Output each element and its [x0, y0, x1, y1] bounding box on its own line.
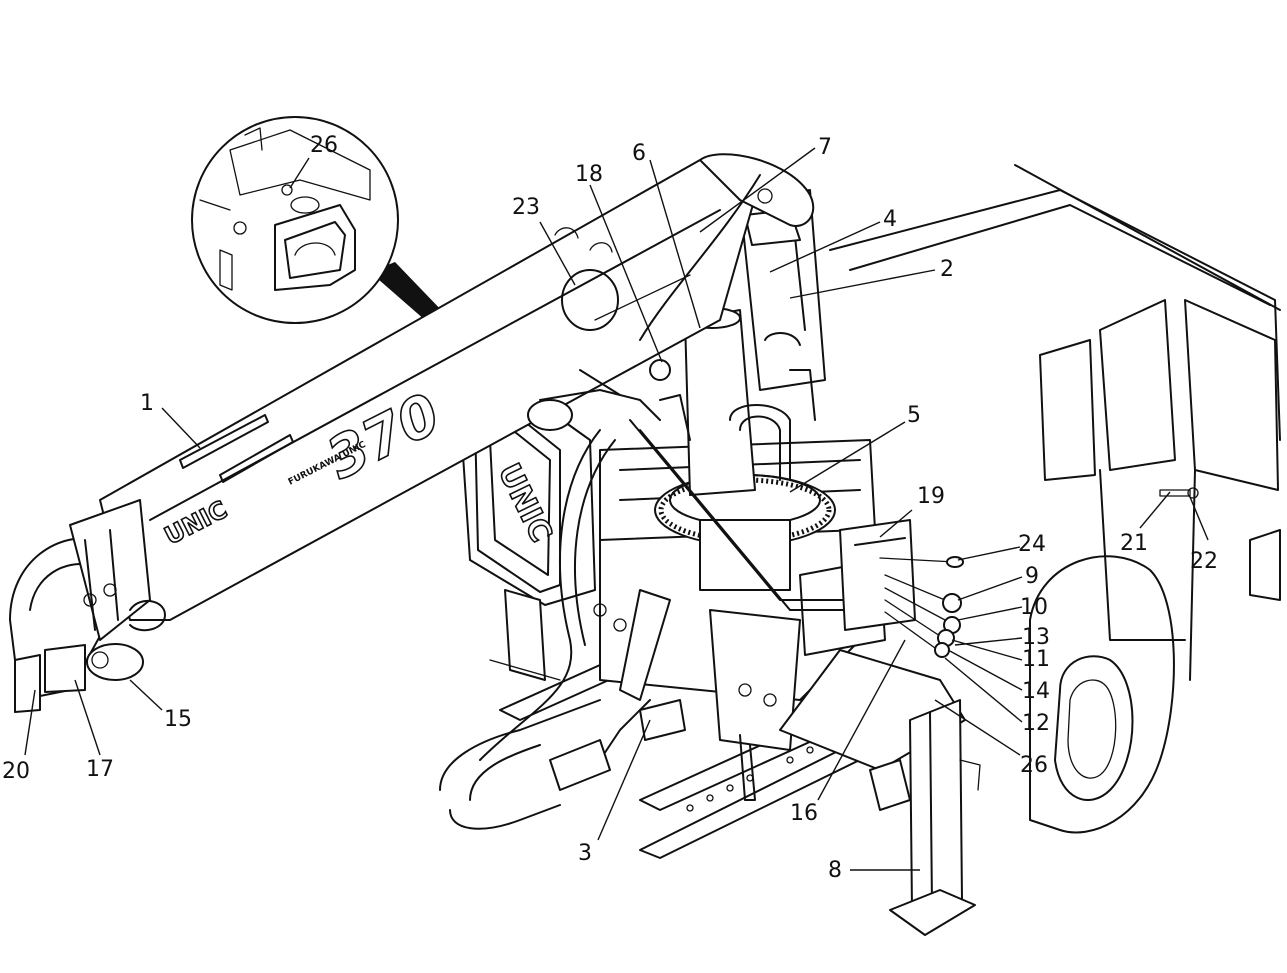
callout-3: 3 — [578, 841, 592, 866]
callout-15: 15 — [164, 707, 192, 732]
truck-cab — [829, 164, 1281, 834]
callout-4: 4 — [883, 207, 897, 232]
hydraulic-tank: UNIC — [459, 389, 596, 681]
main-boom: UNIC 370 FURUKAWA UNIC — [99, 153, 815, 621]
callout-20: 20 — [2, 759, 30, 784]
callout-22: 22 — [1190, 549, 1218, 574]
callout-16: 16 — [790, 801, 818, 826]
callout-12: 12 — [1022, 711, 1050, 736]
callout-6: 6 — [632, 141, 646, 166]
callout-5: 5 — [907, 403, 921, 428]
control-valve — [839, 519, 964, 658]
callout-14: 14 — [1022, 679, 1050, 704]
crane-column — [683, 189, 826, 496]
hoses — [479, 359, 861, 761]
callout-21: 21 — [1120, 531, 1148, 556]
callout-13: 13 — [1022, 625, 1050, 650]
callout-9: 9 — [1025, 564, 1039, 589]
callout-26-inset: 26 — [310, 133, 338, 158]
callout-7: 7 — [818, 135, 832, 160]
callout-24: 24 — [1018, 532, 1046, 557]
callout-23: 23 — [512, 195, 540, 220]
callout-10: 10 — [1020, 595, 1048, 620]
callout-19: 19 — [917, 484, 945, 509]
callout-labels: 1 2 3 4 5 6 7 8 9 10 11 12 13 14 15 16 1… — [2, 133, 1218, 883]
front-outrigger — [779, 649, 981, 936]
callout-18: 18 — [575, 162, 603, 187]
callout-leaders — [24, 147, 1209, 871]
callout-1: 1 — [140, 391, 154, 416]
callout-8: 8 — [828, 858, 842, 883]
callout-11: 11 — [1022, 647, 1050, 672]
boom-head — [9, 499, 166, 713]
callout-17: 17 — [86, 757, 114, 782]
callout-2: 2 — [940, 257, 954, 282]
callout-26: 26 — [1020, 753, 1048, 778]
